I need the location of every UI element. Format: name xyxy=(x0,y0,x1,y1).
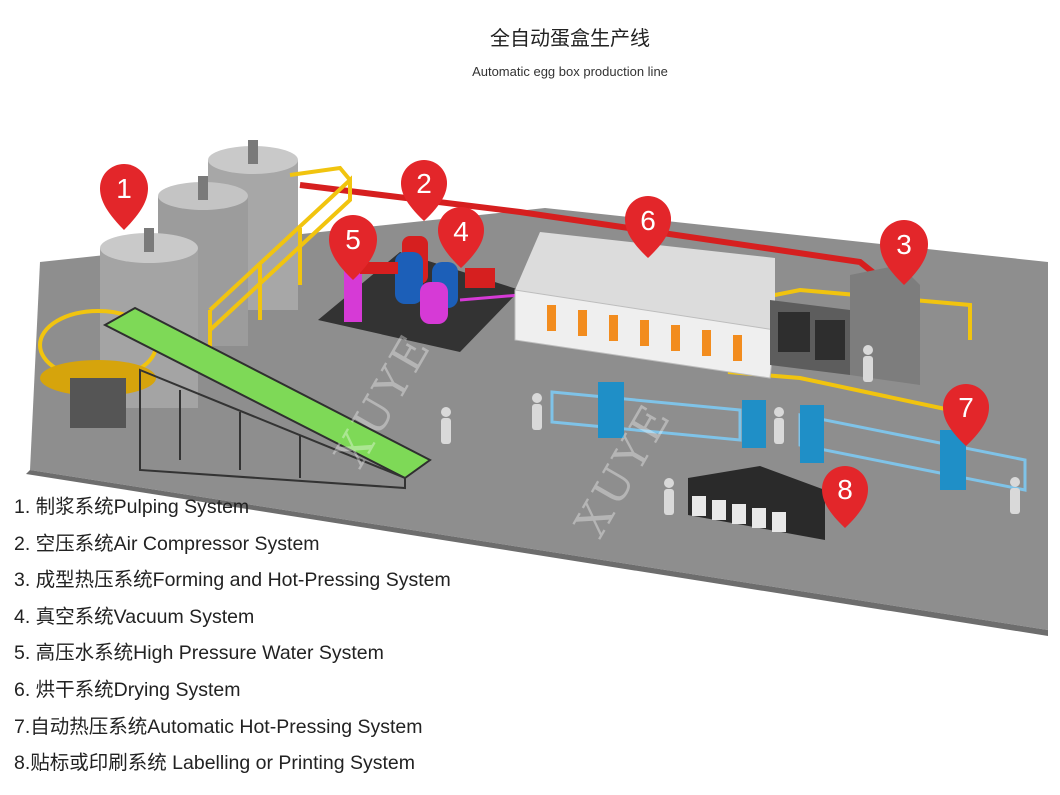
marker-7-label: 7 xyxy=(958,392,974,423)
legend-item: 6. 烘干系统Drying System xyxy=(14,678,241,701)
legend-item: 4. 真空系统Vacuum System xyxy=(14,605,255,628)
pulping-tanks xyxy=(100,140,298,408)
green-conveyor xyxy=(102,306,432,490)
workers xyxy=(441,345,1020,515)
marker-8: 8 xyxy=(822,466,868,528)
marker-3: 3 xyxy=(880,220,928,285)
legend-item: 2. 空压系统Air Compressor System xyxy=(14,532,320,555)
legend-item: 7.自动热压系统Automatic Hot-Pressing System xyxy=(14,715,423,738)
marker-3-label: 3 xyxy=(896,229,912,260)
legend-item: 8.贴标或印刷系统 Labelling or Printing System xyxy=(14,752,415,775)
marker-7: 7 xyxy=(943,384,989,446)
dryer xyxy=(514,232,776,379)
labelling-machine xyxy=(688,466,825,540)
marker-1: 1 xyxy=(100,164,148,230)
marker-5: 5 xyxy=(329,215,377,280)
marker-2-label: 2 xyxy=(416,168,432,199)
marker-6-label: 6 xyxy=(640,205,656,236)
utility-systems xyxy=(318,236,521,352)
page-title: 全自动蛋盒生产线 xyxy=(490,26,650,50)
floor-shadow-edge xyxy=(26,470,1048,636)
forming-machines xyxy=(770,265,920,385)
marker-4: 4 xyxy=(438,207,484,268)
page-subtitle: Automatic egg box production line xyxy=(472,64,668,79)
system-legend: 1. 制浆系统Pulping System 2. 空压系统Air Compres… xyxy=(14,492,451,785)
marker-6: 6 xyxy=(625,196,671,258)
legend-item: 5. 高压水系统High Pressure Water System xyxy=(14,642,384,665)
marker-5-label: 5 xyxy=(345,224,361,255)
marker-1-label: 1 xyxy=(116,173,132,204)
legend-item: 1. 制浆系统Pulping System xyxy=(14,496,250,518)
marker-4-label: 4 xyxy=(453,216,469,247)
legend-item: 3. 成型热压系统Forming and Hot-Pressing System xyxy=(14,569,451,592)
marker-2: 2 xyxy=(401,160,447,221)
marker-8-label: 8 xyxy=(837,474,853,505)
